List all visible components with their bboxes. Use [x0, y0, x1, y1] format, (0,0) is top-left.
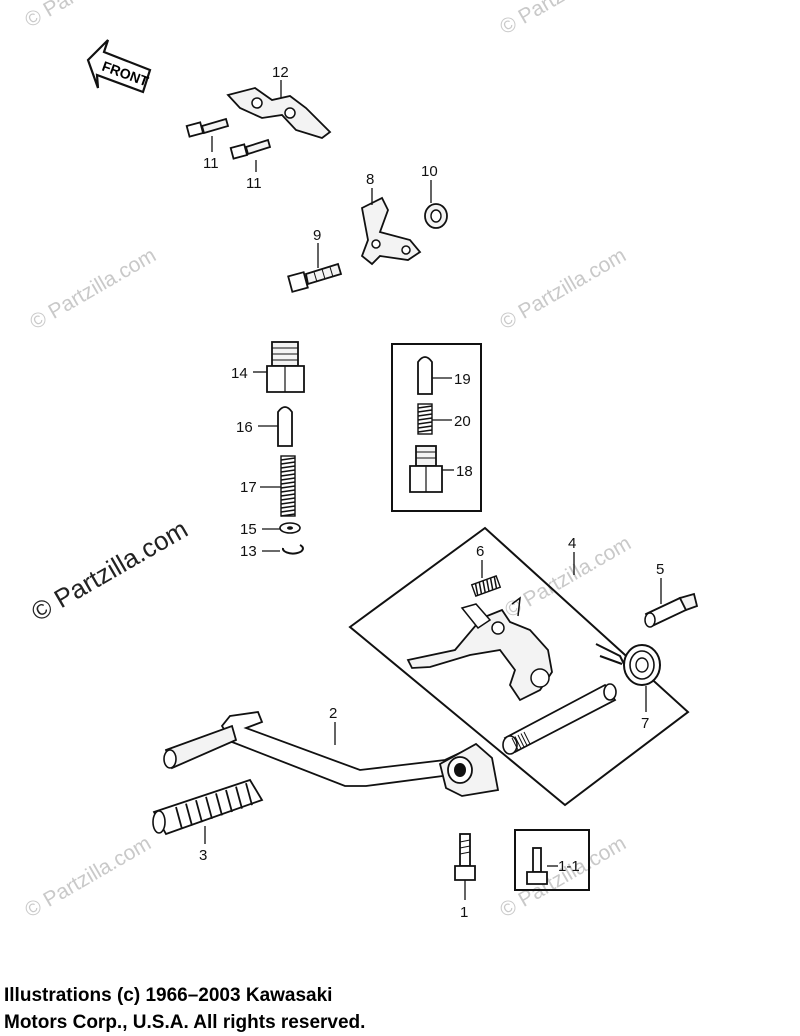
watermark: © Partzilla.com	[496, 244, 630, 335]
front-arrow-icon: FRONT	[86, 39, 152, 94]
part-3-pedal-rubber: 3	[152, 778, 264, 864]
callout-20: 20	[454, 413, 471, 430]
part-12-plate: 12	[226, 64, 332, 139]
copyright-notice: Illustrations (c) 1966–2003 Kawasaki Mot…	[4, 982, 365, 1036]
copyright-line-2: Motors Corp., U.S.A. All rights reserved…	[4, 1012, 366, 1033]
part-4-shift-mechanism: 4 6 7	[348, 526, 690, 807]
callout-18: 18	[456, 463, 473, 480]
callout-19: 19	[454, 371, 471, 388]
callout-6: 6	[476, 543, 484, 560]
watermark-layer: © Partzilla.com © Partzilla.com © Partzi…	[21, 0, 635, 922]
part-8-lever: 8	[360, 171, 422, 266]
callout-4: 4	[568, 535, 576, 552]
callout-7: 7	[641, 715, 649, 732]
part-14-hex-plug: 14	[231, 341, 305, 393]
part-2-shift-pedal: 2	[163, 705, 500, 797]
callout-8: 8	[366, 171, 374, 188]
part-13-circlip: 13	[240, 543, 304, 560]
watermark-prominent: © Partzilla.com	[26, 514, 193, 628]
part-18-assembly-box: 19 20 18	[391, 343, 482, 512]
callout-17: 17	[240, 479, 257, 496]
watermark: © Partzilla.com	[496, 832, 630, 923]
part-1-bolt: 1	[454, 833, 476, 921]
callout-15: 15	[240, 521, 257, 538]
callout-1: 1	[460, 904, 468, 921]
part-5-shoulder-bolt: 5	[644, 561, 699, 628]
callout-1-1: 1-1	[558, 858, 580, 875]
copyright-line-1: Illustrations (c) 1966–2003 Kawasaki	[4, 985, 333, 1006]
part-9-bolt: 9	[287, 227, 343, 293]
callout-12: 12	[272, 64, 289, 81]
watermark: © Partzilla.com	[21, 832, 155, 923]
callout-10: 10	[421, 163, 438, 180]
watermark: © Partzilla.com	[496, 0, 630, 39]
callout-11b: 11	[246, 175, 262, 192]
part-10-bushing: 10	[421, 163, 448, 229]
callout-9: 9	[313, 227, 321, 244]
part-15-washer: 15	[240, 521, 301, 538]
callout-3: 3	[199, 847, 207, 864]
callout-14: 14	[231, 365, 248, 382]
callout-11a: 11	[203, 155, 219, 172]
callout-16: 16	[236, 419, 253, 436]
part-17-spring: 17	[240, 455, 296, 517]
watermark: © Partzilla.com	[26, 244, 160, 335]
callout-13: 13	[240, 543, 257, 560]
part-16-pin: 16	[236, 406, 293, 447]
callout-2: 2	[329, 705, 337, 722]
callout-5: 5	[656, 561, 664, 578]
part-11-bolt: 11	[185, 117, 230, 172]
part-1-1-bolt-box: 1-1	[514, 829, 590, 891]
watermark: © Partzilla.com	[21, 0, 155, 32]
part-11-bolt: 11	[229, 138, 272, 192]
